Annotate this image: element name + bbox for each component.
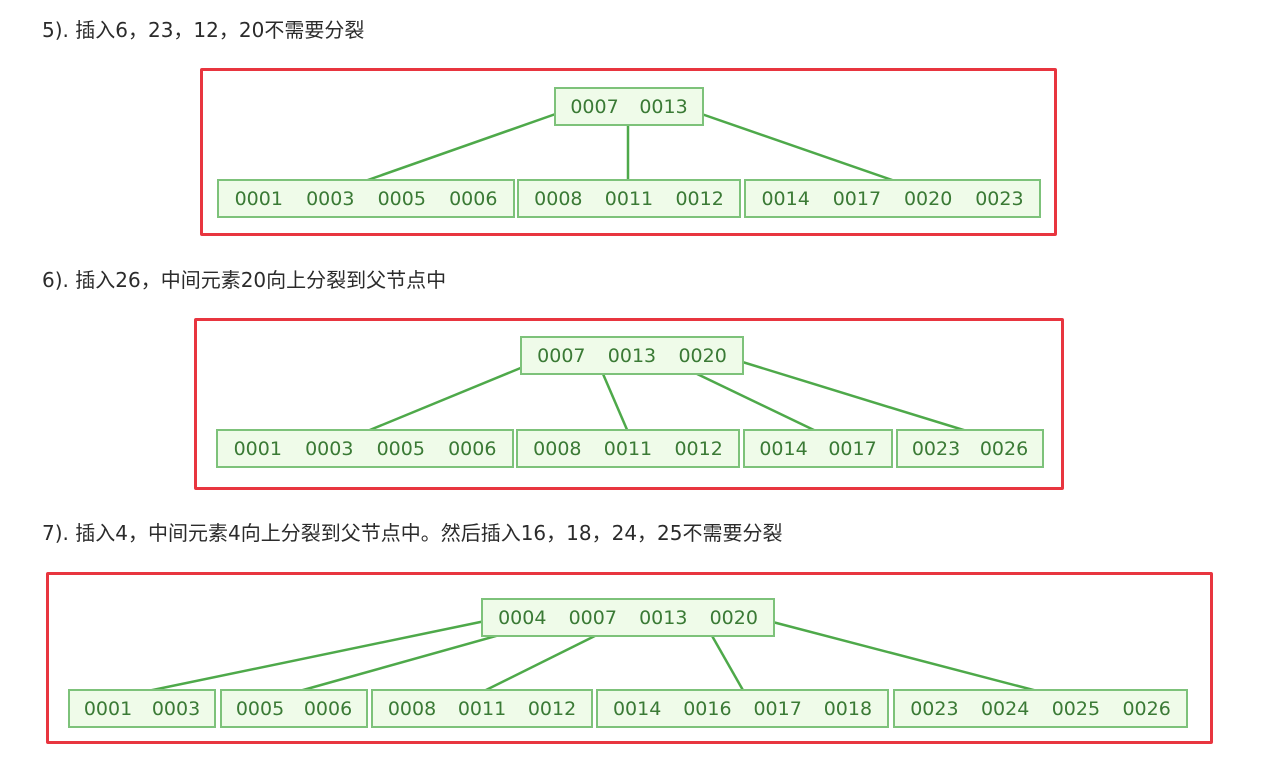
step-5-frame <box>200 68 1057 236</box>
node-key: 0001 <box>83 697 133 720</box>
step-6-heading: 6). 插入26，中间元素20向上分裂到父节点中 <box>42 268 447 292</box>
node-key: 0005 <box>377 187 426 210</box>
step-7-frame <box>46 572 1213 744</box>
node-key: 0001 <box>234 187 283 210</box>
node-key: 0017 <box>832 187 882 210</box>
step-5-leaf-node: 0001 0003 0005 0006 <box>217 179 515 218</box>
node-key: 0013 <box>607 344 657 367</box>
step-7-leaf-node: 0001 0003 <box>68 689 216 728</box>
node-key: 0023 <box>975 187 1024 210</box>
node-key: 0025 <box>1051 697 1101 720</box>
node-key: 0013 <box>639 606 688 629</box>
node-key: 0020 <box>709 606 758 629</box>
node-key: 0012 <box>674 437 723 460</box>
node-key: 0007 <box>537 344 586 367</box>
node-key: 0008 <box>387 697 437 720</box>
step-7-leaf-node: 0023 0024 0025 0026 <box>893 689 1188 728</box>
node-key: 0018 <box>823 697 873 720</box>
node-key: 0007 <box>568 606 617 629</box>
node-key: 0011 <box>604 187 654 210</box>
node-key: 0014 <box>761 187 810 210</box>
node-key: 0023 <box>911 437 961 460</box>
step-6-leaf-node: 0023 0026 <box>896 429 1044 468</box>
node-key: 0005 <box>376 437 425 460</box>
node-key: 0017 <box>753 697 802 720</box>
node-key: 0003 <box>305 437 354 460</box>
node-key: 0007 <box>570 95 619 118</box>
node-key: 0008 <box>534 187 583 210</box>
step-7-leaf-node: 0005 0006 <box>220 689 368 728</box>
node-key: 0001 <box>233 437 282 460</box>
step-5-heading: 5). 插入6，23，12，20不需要分裂 <box>42 18 365 42</box>
node-key: 0008 <box>533 437 582 460</box>
step-6-leaf-node: 0008 0011 0012 <box>516 429 740 468</box>
node-key: 0017 <box>828 437 877 460</box>
node-key: 0020 <box>903 187 953 210</box>
step-6-leaf-node: 0001 0003 0005 0006 <box>216 429 514 468</box>
node-key: 0023 <box>910 697 959 720</box>
node-key: 0014 <box>759 437 808 460</box>
node-key: 0020 <box>678 344 727 367</box>
step-7-leaf-node: 0008 0011 0012 <box>371 689 593 728</box>
step-5-leaf-node: 0008 0011 0012 <box>517 179 741 218</box>
step-5-root-node: 0007 0013 <box>554 87 704 126</box>
node-key: 0014 <box>612 697 662 720</box>
step-7-root-node: 0004 0007 0013 0020 <box>481 598 775 637</box>
step-6-root-node: 0007 0013 0020 <box>520 336 744 375</box>
node-key: 0011 <box>457 697 507 720</box>
node-key: 0026 <box>979 437 1029 460</box>
node-key: 0005 <box>235 697 285 720</box>
node-key: 0011 <box>603 437 653 460</box>
node-key: 0012 <box>675 187 724 210</box>
node-key: 0026 <box>1122 697 1171 720</box>
node-key: 0006 <box>449 187 498 210</box>
node-key: 0003 <box>306 187 355 210</box>
step-7-leaf-node: 0014 0016 0017 0018 <box>596 689 889 728</box>
node-key: 0024 <box>980 697 1030 720</box>
step-5-leaf-node: 0014 0017 0020 0023 <box>744 179 1041 218</box>
step-6-frame <box>194 318 1064 490</box>
node-key: 0003 <box>151 697 201 720</box>
node-key: 0006 <box>303 697 353 720</box>
node-key: 0013 <box>639 95 688 118</box>
node-key: 0004 <box>498 606 547 629</box>
step-7-heading: 7). 插入4，中间元素4向上分裂到父节点中。然后插入16，18，24，25不需… <box>42 521 783 545</box>
node-key: 0012 <box>527 697 577 720</box>
node-key: 0006 <box>448 437 497 460</box>
step-6-leaf-node: 0014 0017 <box>743 429 893 468</box>
node-key: 0016 <box>683 697 732 720</box>
